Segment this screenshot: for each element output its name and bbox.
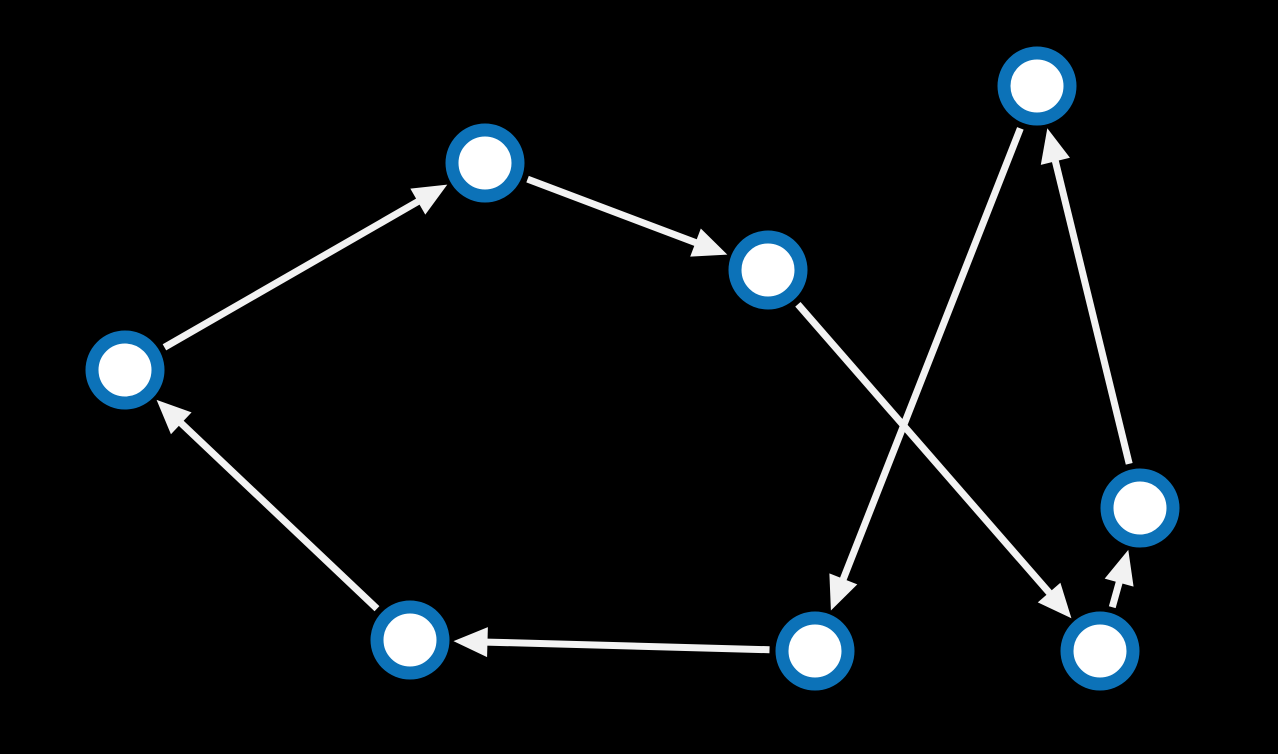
edge-bottom-left-to-left-arrowhead-icon: [156, 399, 192, 435]
node-top-right[interactable]: [997, 46, 1077, 126]
edge-top-right-to-bottom-center[interactable]: [837, 127, 1024, 586]
edge-top-right-to-bottom-center-arrowhead-icon: [829, 573, 858, 611]
node-left[interactable]: [85, 330, 165, 410]
node-bottom-right[interactable]: [1060, 611, 1140, 691]
edge-top-middle-to-middle-arrowhead-icon: [690, 228, 728, 257]
edge-right-to-top-right[interactable]: [1050, 154, 1133, 465]
edge-bottom-right-to-right-arrowhead-icon: [1104, 549, 1134, 587]
edge-bottom-center-to-bottom-left-arrowhead-icon: [453, 627, 488, 658]
node-right[interactable]: [1100, 468, 1180, 548]
edge-bottom-left-to-left[interactable]: [174, 416, 380, 612]
nodes-layer: [85, 46, 1180, 691]
edge-right-to-top-right-arrowhead-icon: [1040, 128, 1070, 165]
edge-left-to-top-middle[interactable]: [162, 195, 425, 351]
edge-left-to-top-middle-arrowhead-icon: [410, 184, 448, 215]
node-bottom-left[interactable]: [370, 600, 450, 680]
edge-middle-to-bottom-right[interactable]: [795, 302, 1056, 600]
edge-middle-to-bottom-right-arrowhead-icon: [1037, 582, 1072, 619]
node-top-middle[interactable]: [445, 123, 525, 203]
node-middle[interactable]: [728, 230, 808, 310]
node-bottom-center[interactable]: [775, 611, 855, 691]
edges-layer: [156, 127, 1134, 658]
edge-top-middle-to-middle[interactable]: [526, 175, 703, 248]
edge-bottom-center-to-bottom-left[interactable]: [481, 638, 770, 654]
